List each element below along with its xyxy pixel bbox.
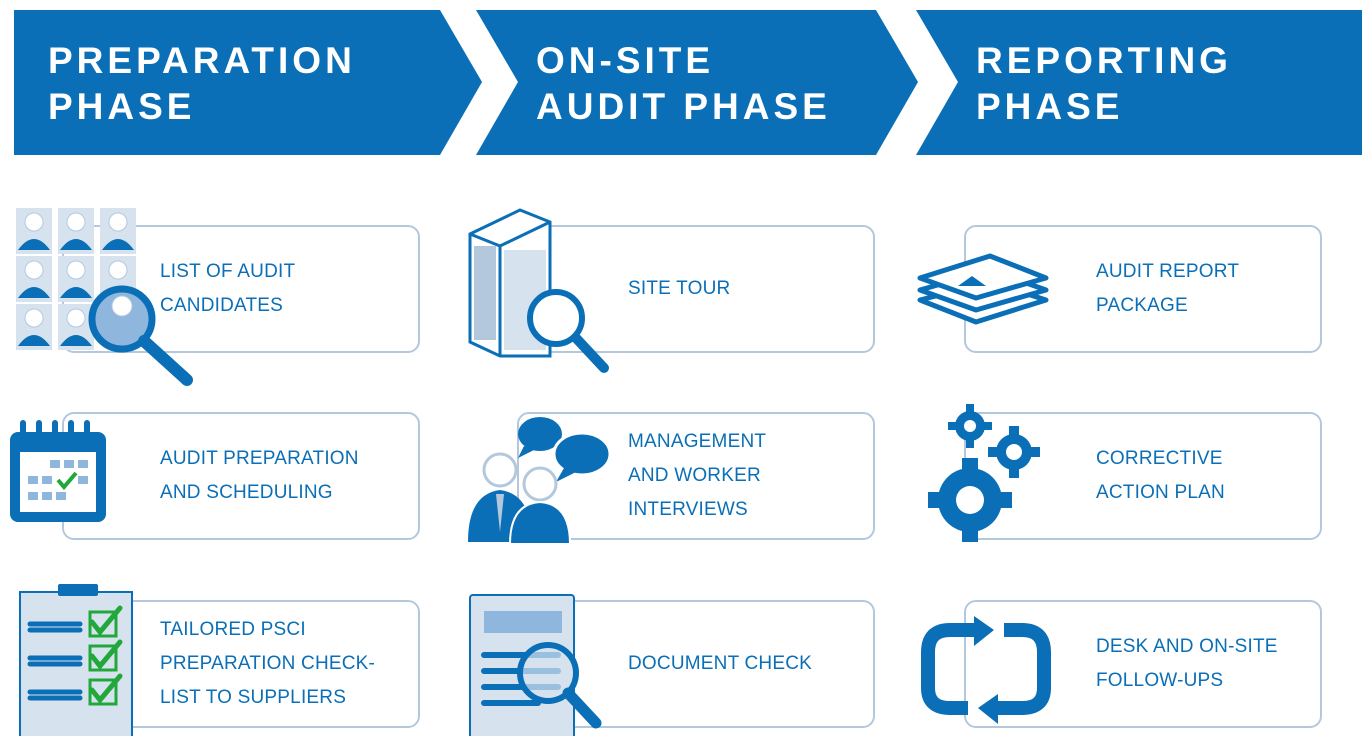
phase-chevrons	[14, 10, 1362, 155]
reporting-title-line2: PHASE	[976, 86, 1124, 127]
step-label-site-tour: SITE TOUR	[628, 272, 730, 306]
step-label-line: PREPARATION CHECK-	[160, 653, 376, 674]
preparation-chevron	[14, 10, 482, 155]
step-label-line: SITE TOUR	[628, 278, 731, 299]
cycle-arrows-icon	[921, 616, 1051, 724]
report-stack-icon	[917, 253, 1049, 325]
step-label-follow-ups: DESK AND ON-SITE FOLLOW-UPS	[1096, 630, 1278, 698]
step-label-line: DOCUMENT CHECK	[628, 653, 813, 674]
step-label-psci-checklist: TAILORED PSCI PREPARATION CHECK- LIST TO…	[160, 613, 375, 715]
step-label-line: PACKAGE	[1096, 295, 1188, 316]
person-tile-icon	[16, 208, 52, 254]
step-label-line: MANAGEMENT	[628, 431, 767, 452]
preparation-phase-title: PREPARATION PHASE	[48, 38, 356, 130]
gears-icon	[928, 404, 1040, 542]
step-label-line: CORRECTIVE	[1096, 448, 1223, 469]
reporting-title-line1: REPORTING	[976, 40, 1232, 81]
building-search-icon	[468, 208, 609, 373]
step-label-line: AND SCHEDULING	[160, 482, 333, 503]
step-label-corrective-action: CORRECTIVE ACTION PLAN	[1096, 442, 1225, 510]
step-label-line: LIST OF AUDIT	[160, 261, 296, 282]
step-label-audit-report: AUDIT REPORT PACKAGE	[1096, 255, 1239, 323]
step-box-audit-preparation	[62, 412, 420, 540]
preparation-title-line1: PREPARATION	[48, 40, 356, 81]
step-label-document-check: DOCUMENT CHECK	[628, 647, 812, 681]
preparation-title-line2: PHASE	[48, 86, 196, 127]
step-label-line: LIST TO SUPPLIERS	[160, 687, 347, 708]
reporting-chevron	[916, 10, 1362, 155]
step-label-line: AUDIT REPORT	[1096, 261, 1240, 282]
step-label-line: ACTION PLAN	[1096, 482, 1225, 503]
step-label-line: CANDIDATES	[160, 295, 284, 316]
step-label-line: AND WORKER	[628, 465, 761, 486]
step-label-line: INTERVIEWS	[628, 499, 748, 520]
step-box-corrective-action	[964, 412, 1322, 540]
step-label-line: FOLLOW-UPS	[1096, 670, 1224, 691]
step-label-interviews: MANAGEMENT AND WORKER INTERVIEWS	[628, 425, 766, 527]
step-label-line: DESK AND ON-SITE	[1096, 636, 1278, 657]
checklist-icon	[19, 584, 133, 736]
interview-icon	[468, 417, 612, 545]
step-label-line: AUDIT PREPARATION	[160, 448, 359, 469]
onsite-title-line1: ON-SITE	[536, 40, 715, 81]
onsite-title-line2: AUDIT PHASE	[536, 86, 831, 127]
onsite-chevron	[476, 10, 918, 155]
reporting-phase-title: REPORTING PHASE	[976, 38, 1232, 130]
onsite-phase-title: ON-SITE AUDIT PHASE	[536, 38, 831, 130]
step-label-audit-preparation: AUDIT PREPARATION AND SCHEDULING	[160, 442, 359, 510]
calendar-icon	[10, 420, 106, 522]
candidates-search-icon	[16, 208, 193, 386]
step-box-audit-report	[964, 225, 1322, 353]
step-label-audit-candidates: LIST OF AUDIT CANDIDATES	[160, 255, 295, 323]
document-search-icon	[469, 594, 602, 736]
step-label-line: TAILORED PSCI	[160, 619, 306, 640]
